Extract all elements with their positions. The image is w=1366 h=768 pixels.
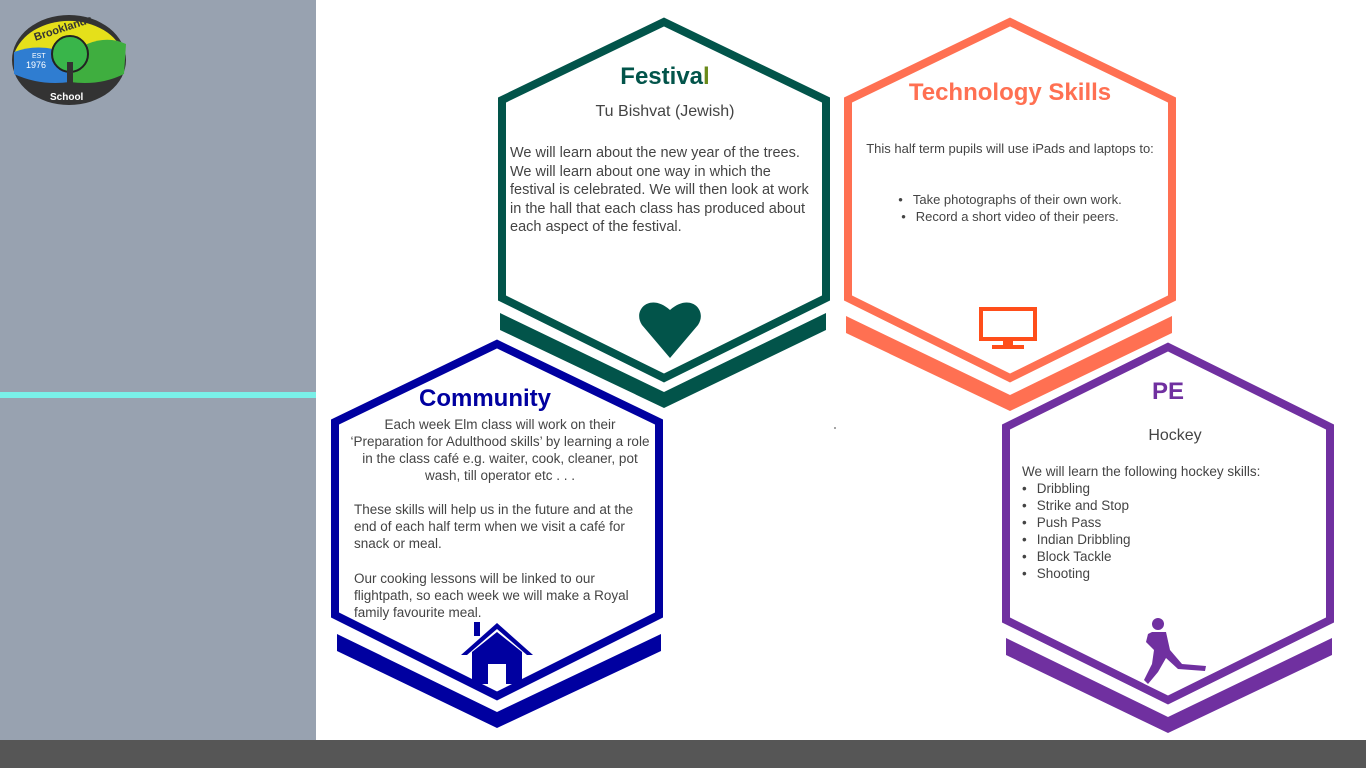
side-panel [0,0,316,740]
school-logo: EST 1976 Brooklands School [12,14,126,105]
list-item: Block Tackle [1022,548,1272,565]
list-item: Indian Dribbling [1022,531,1272,548]
technology-title: Technology Skills [908,79,1112,106]
svg-text:EST: EST [32,53,46,60]
community-p2: These skills will help us in the future … [354,502,634,551]
list-item: Dribbling [1022,480,1272,497]
community-hexagon [331,339,663,701]
pe-hexagon [1002,342,1334,705]
list-item: Strike and Stop [1022,497,1272,514]
technology-list: Take photographs of their own work. Reco… [870,191,1150,225]
svg-text:1976: 1976 [26,60,46,70]
pe-title: PE [1151,378,1184,405]
list-item: Push Pass [1022,514,1272,531]
list-item: Shooting [1022,565,1272,582]
community-title: Community [419,385,551,412]
pe-subtitle: Hockey [1148,427,1202,444]
festival-subtitle: Tu Bishvat (Jewish) [595,103,735,120]
heart-icon [639,302,701,358]
pe-list: Dribbling Strike and Stop Push Pass Indi… [1022,480,1272,582]
accent-line [0,392,316,398]
runner-icon [1144,618,1206,684]
pe-chevron [1006,638,1332,733]
festival-title: Festival [620,63,710,90]
community-p1: Each week Elm class will work on their ‘… [350,417,650,483]
community-p3: Our cooking lessons will be linked to ou… [354,571,629,620]
technology-chevron [846,316,1172,411]
technology-hexagon [844,17,1176,383]
pe-intro: We will learn the following hockey skill… [1022,464,1261,479]
festival-body: We will learn about the new year of the … [510,145,809,235]
monitor-icon [979,307,1037,349]
list-item: Record a short video of their peers. [870,208,1150,225]
bottom-bar [0,740,1366,768]
community-chevron [337,634,661,728]
house-icon [461,622,533,684]
festival-hexagon [498,17,830,383]
list-item: Take photographs of their own work. [870,191,1150,208]
festival-chevron [500,313,826,408]
svg-text:School: School [50,92,84,103]
technology-intro: This half term pupils will use iPads and… [866,141,1154,156]
